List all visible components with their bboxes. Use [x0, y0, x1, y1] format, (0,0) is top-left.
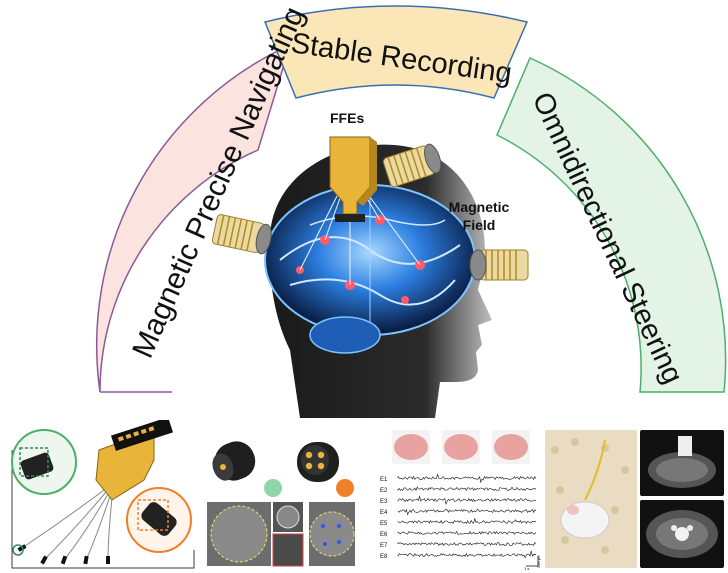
magnetic-field-label: Magnetic Field: [448, 199, 510, 233]
ct-scan-top: [640, 500, 724, 568]
channel-label: E6: [380, 532, 388, 538]
channel-label: E5: [380, 521, 388, 527]
panel-device-schematic: [11, 420, 195, 569]
green-dot: [264, 479, 282, 497]
trace-line: [397, 495, 537, 506]
head-illustration: [264, 144, 492, 418]
channel-label: E1: [380, 477, 388, 483]
ffe-device: [329, 136, 377, 222]
channel-label: E2: [380, 488, 388, 494]
channel-label: E7: [380, 543, 388, 549]
channel-label: E4: [380, 510, 388, 516]
panel-electrode-tips: [207, 441, 355, 567]
trace-line: [397, 530, 537, 535]
coil-top-right: [382, 143, 442, 188]
ffes-label: FFEs: [330, 110, 365, 126]
single-electrode-tip: [212, 441, 256, 481]
scale-time-label: 1 s: [524, 566, 529, 570]
orange-dot: [336, 479, 354, 497]
coil-right: [469, 249, 529, 281]
arc-segment-right: [496, 57, 727, 393]
arc-segment-left: [95, 43, 292, 393]
trace-line: [397, 508, 537, 516]
ct-scan-side: [640, 430, 724, 496]
trace-line: [397, 517, 536, 525]
channel-label: E8: [380, 554, 388, 560]
trace-line: [397, 486, 537, 492]
brain-slices: [392, 430, 530, 464]
scale-amp-label: 200 µV: [536, 555, 541, 568]
mouse-photo: [545, 430, 637, 568]
trace-line: [397, 473, 537, 484]
coil-left: [211, 214, 272, 255]
scale-bar: [526, 556, 539, 567]
arc-segment-top: [263, 5, 529, 99]
trace-line: [397, 550, 537, 559]
multi-electrode-tip: [297, 442, 339, 482]
trace-line: [397, 541, 537, 546]
channel-label: E3: [380, 499, 388, 505]
